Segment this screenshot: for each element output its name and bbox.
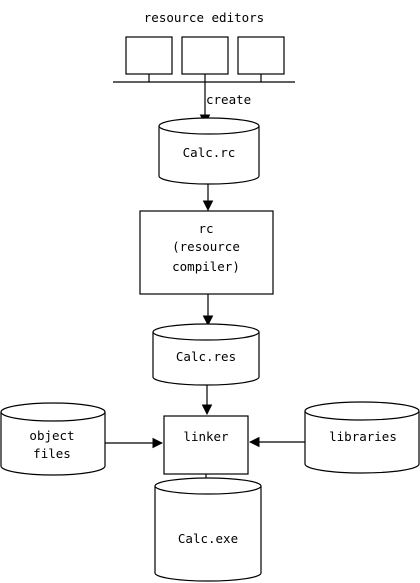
linker-box (163, 415, 249, 475)
resource-editor-monitor (237, 36, 285, 82)
compiler-label-line3: compiler) (172, 259, 240, 274)
libraries-cylinder (304, 401, 420, 474)
object-files-cylinder (0, 402, 106, 476)
calc-exe-cylinder (154, 477, 262, 582)
resource-compiler-box (139, 210, 274, 295)
calc-rc-label: Calc.rc (183, 145, 236, 160)
calc-res-cylinder (152, 323, 260, 386)
object-files-label-line1: object (29, 428, 74, 443)
resource-editor-monitor (125, 36, 173, 82)
calc-exe-label: Calc.exe (178, 531, 238, 546)
compiler-label-line1: rc (198, 221, 213, 236)
calc-rc-cylinder (158, 117, 260, 185)
create-label: create (206, 92, 251, 107)
compiler-label-line2: (resource (172, 239, 240, 254)
linker-label: linker (183, 429, 229, 444)
object-files-label-line2: files (33, 446, 71, 461)
resource-editors-label: resource editors (144, 10, 264, 25)
calc-res-label: Calc.res (176, 349, 236, 364)
resource-editor-monitor (181, 36, 229, 82)
libraries-label: libraries (329, 429, 397, 444)
